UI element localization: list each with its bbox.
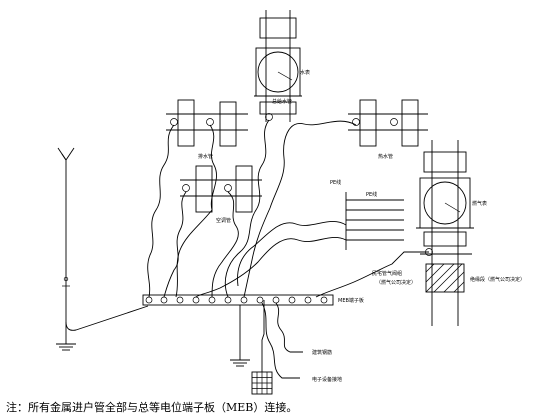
gas-insulation-label: 民宅管气阀组 [372, 270, 402, 277]
water-meter-dial [257, 51, 299, 93]
ac-pipe-label: 空调管 [216, 217, 231, 224]
water-meter-assembly [254, 10, 302, 122]
bonding-wires [147, 119, 429, 298]
hot-water-pipe-label: 热水管 [378, 153, 393, 160]
insulation-section-label: 绝缘段（燃气公司决定） [470, 276, 525, 283]
footnote: 注：所有金属进户管全部与总等电位端子板（MEB）连接。 [6, 400, 297, 414]
antenna-ground-symbol [56, 322, 76, 351]
insulation-hatch [425, 263, 465, 293]
building-rebar-label: 建筑钢筋 [312, 349, 332, 356]
meb-terminal-board [142, 294, 334, 306]
gas-meter-assembly [416, 140, 474, 326]
rebar-lead [275, 302, 303, 353]
pe-wire-bus [345, 192, 404, 250]
electronic-ground-lead [261, 302, 300, 379]
ac-pipe-assembly [180, 165, 262, 213]
drain-pipe-label: 排水管 [198, 153, 213, 160]
meb-board-label: MEB端子板 [338, 297, 364, 304]
drain-pipe-assembly [166, 99, 248, 147]
hot-water-pipe-assembly [348, 99, 428, 147]
electronic-ground-label: 电子设备接地 [312, 376, 342, 383]
antenna-mast [57, 147, 149, 331]
gas-meter-dial [423, 181, 467, 225]
ground-grid [251, 300, 273, 395]
pe-wire-label-1: PE线 [330, 179, 341, 186]
gas-insulation-note: （燃气公司决定） [376, 279, 416, 286]
terminal-screws [145, 296, 328, 304]
meb-ground-symbol [230, 305, 250, 367]
water-meter-label: 水表 [300, 69, 310, 76]
gas-meter-label: 燃气表 [472, 200, 487, 207]
water-main-label: 总给水管 [272, 98, 292, 105]
pe-wire-label-2: PE线 [366, 191, 377, 198]
